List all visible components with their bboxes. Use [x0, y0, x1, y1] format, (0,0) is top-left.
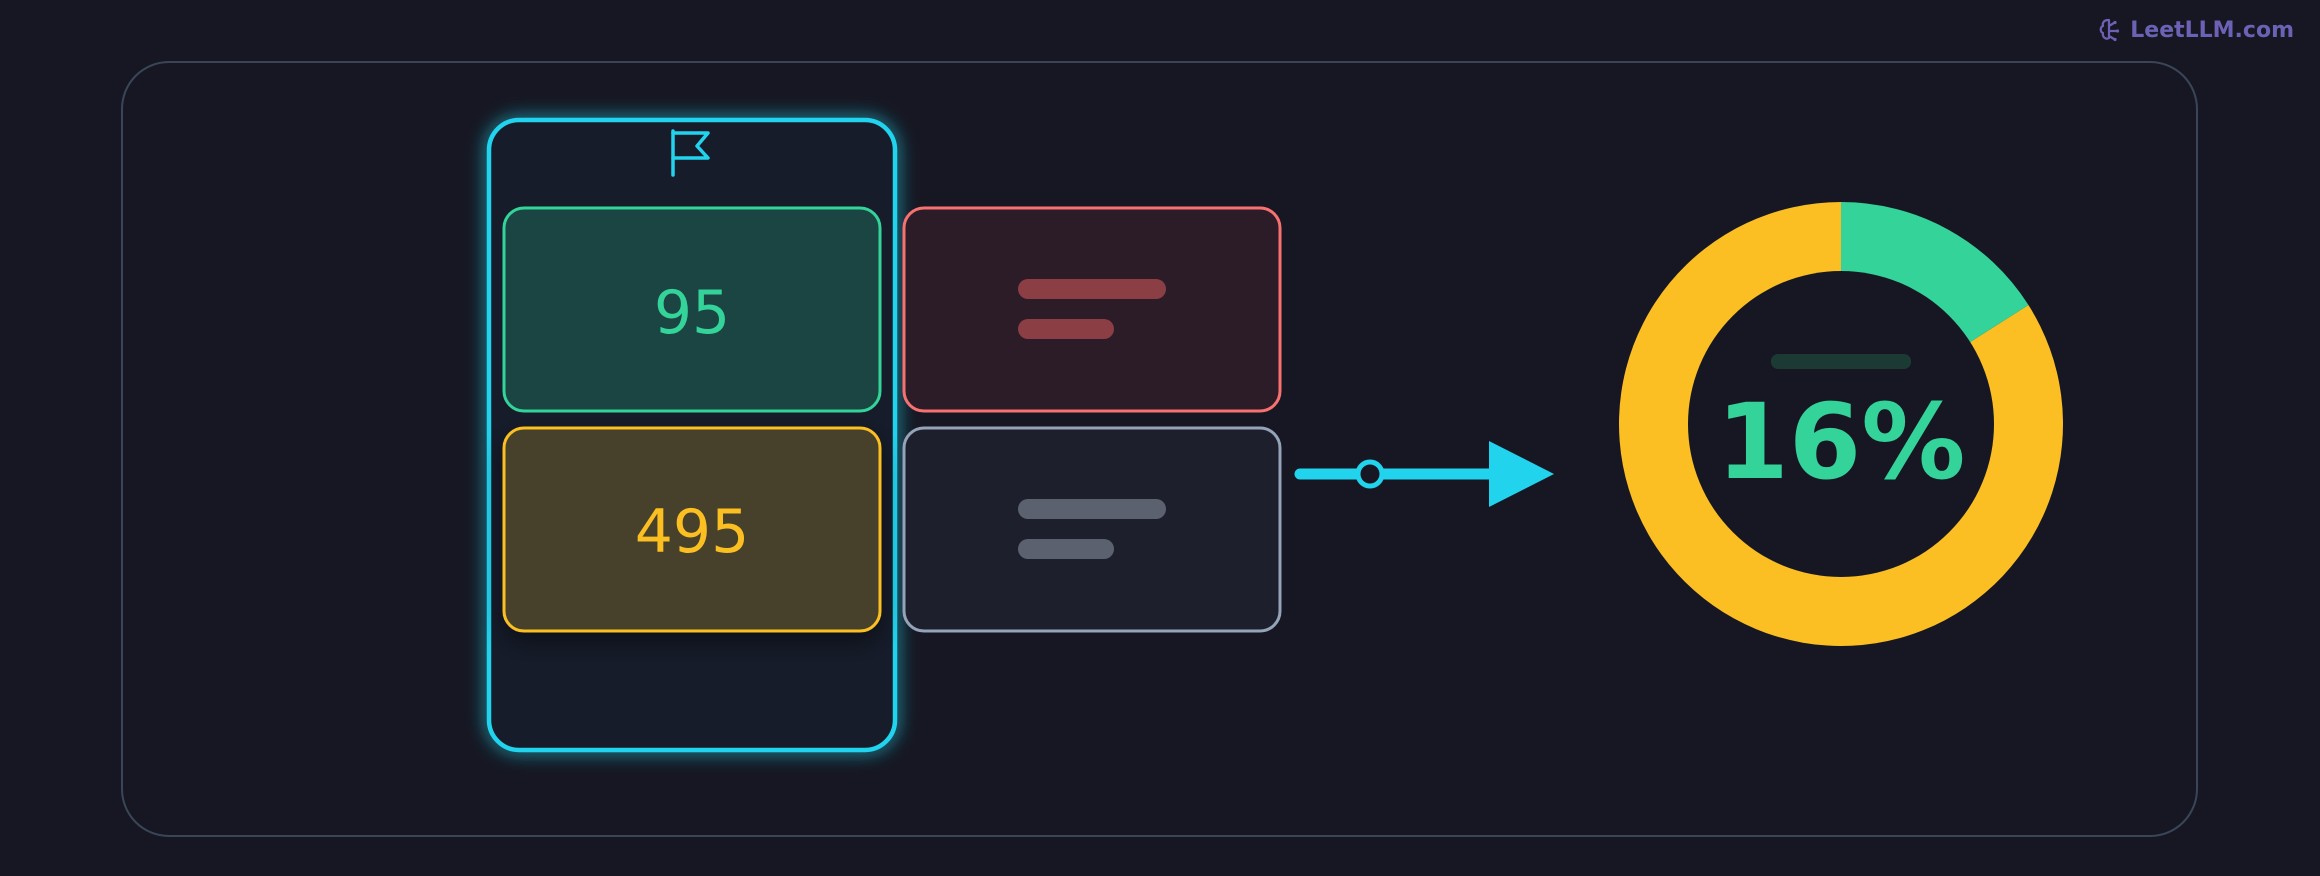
- side-card-top: [902, 206, 1282, 413]
- donut-hole: [1688, 271, 1994, 577]
- flag-icon: [671, 129, 710, 177]
- arrow-head: [1489, 441, 1554, 507]
- donut-chart: 16%: [1619, 202, 2063, 646]
- value-cell-bottom: 495: [502, 426, 882, 633]
- diagram-frame: [121, 61, 2198, 837]
- placeholder-line: [1018, 539, 1114, 559]
- donut-percent-label: 16%: [1717, 381, 1966, 503]
- value-bottom: 495: [635, 497, 750, 567]
- brain-icon: [2099, 18, 2120, 42]
- placeholder-line: [1018, 499, 1166, 519]
- value-top: 95: [654, 278, 730, 348]
- donut-label-placeholder: [1771, 354, 1911, 369]
- value-cell-top: 95: [502, 206, 882, 413]
- side-card-bottom: [902, 426, 1282, 633]
- donut-highlight-segment: [1841, 202, 2029, 344]
- arrow-node: [1355, 459, 1385, 489]
- brand-name: LeetLLM.com: [2130, 17, 2294, 43]
- donut-rest-segment: [1619, 202, 2063, 646]
- placeholder-line: [1018, 319, 1114, 339]
- flow-arrow: [1294, 441, 1554, 507]
- placeholder-line: [1018, 279, 1166, 299]
- brand-watermark: LeetLLM.com: [2098, 14, 2294, 46]
